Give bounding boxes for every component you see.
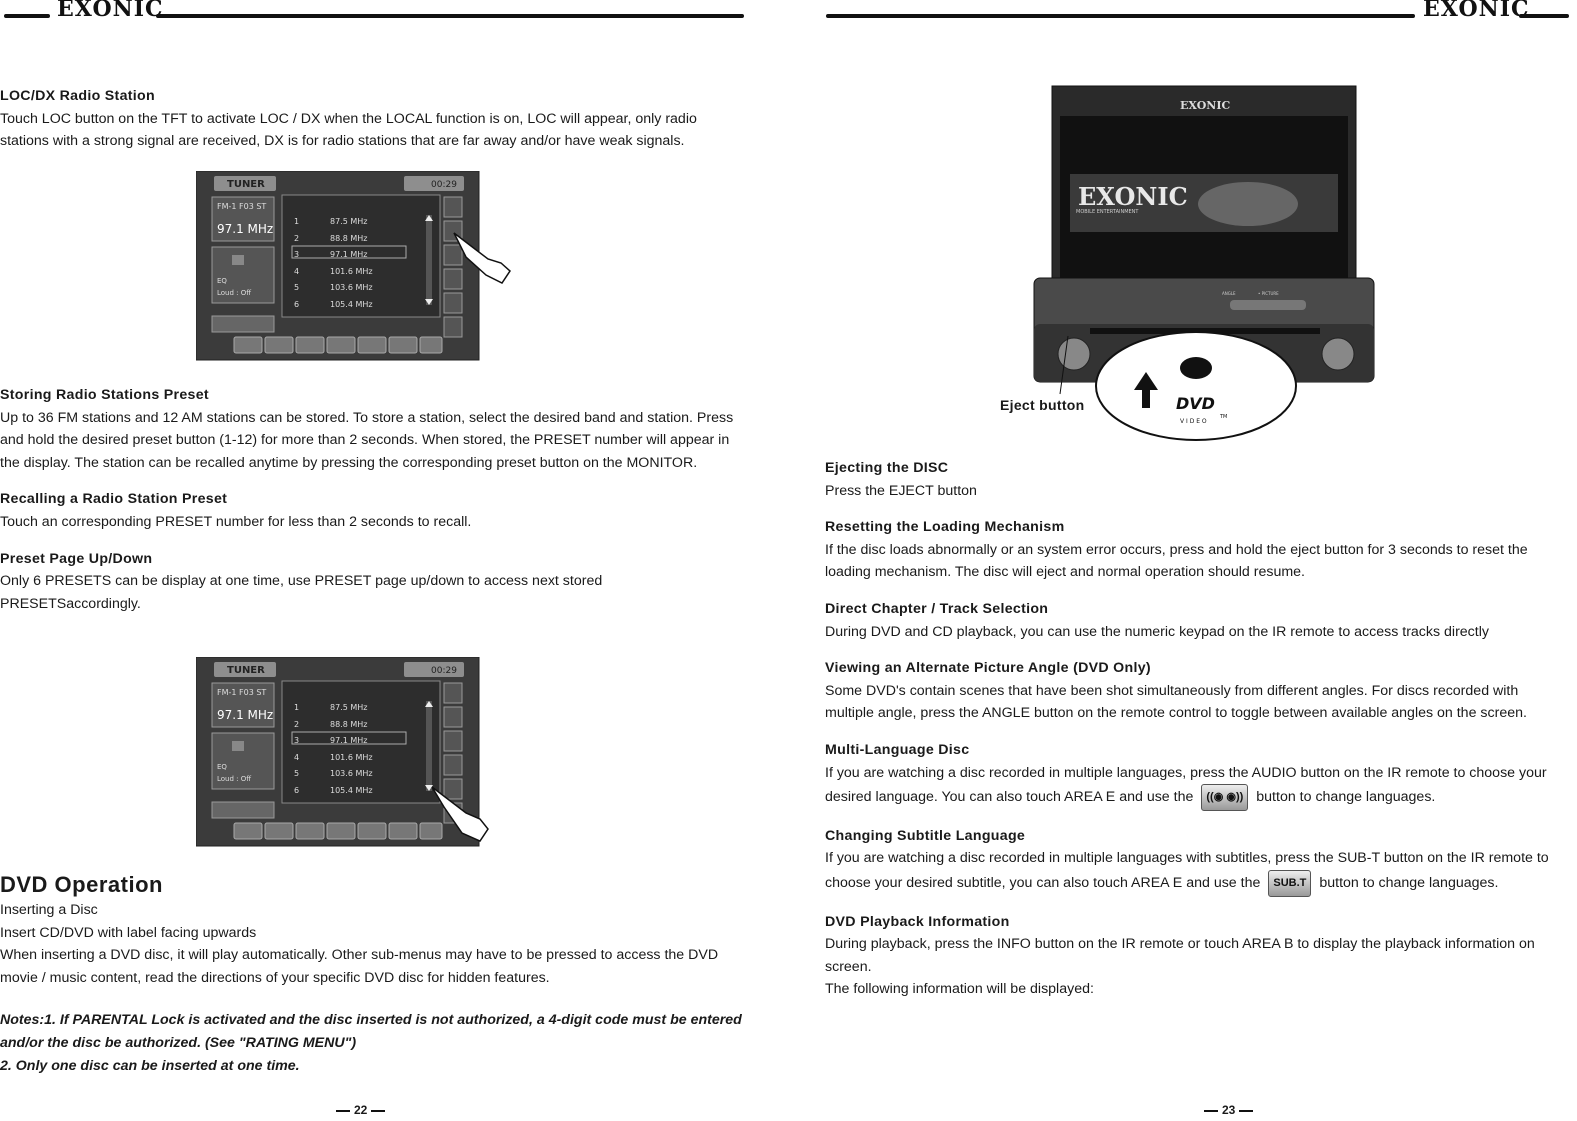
preset-number: 6 bbox=[294, 786, 299, 795]
preset-frequency: 87.5 MHz bbox=[330, 703, 367, 712]
section-body: Touch an corresponding PRESET number for… bbox=[0, 513, 472, 530]
section-body: The following information will be displa… bbox=[825, 981, 1094, 998]
brand-logo-right: EXONIC bbox=[1423, 0, 1530, 22]
section-body: Touch LOC button on the TFT to activate … bbox=[0, 110, 697, 150]
preset-frequency: 88.8 MHz bbox=[330, 234, 367, 243]
section-heading: Ejecting the DISC bbox=[825, 460, 949, 476]
tuner-clock: 00:29 bbox=[431, 666, 457, 676]
section-body: Some DVD's contain scenes that have been… bbox=[825, 682, 1527, 722]
brand-logo-left: EXONIC bbox=[57, 0, 164, 22]
video-logo: V I D E O bbox=[1180, 418, 1207, 425]
tuner-band: FM-1 F03 ST bbox=[217, 688, 266, 697]
tuner-eq: EQ bbox=[217, 277, 227, 285]
section-body: Only 6 PRESETS can be display at one tim… bbox=[0, 573, 603, 612]
left-section-dvd: DVD Operation Inserting a Disc Insert CD… bbox=[0, 871, 745, 1077]
right-sections: Ejecting the DISC Press the EJECT button… bbox=[825, 457, 1570, 1001]
dvd-line: Inserting a Disc bbox=[0, 902, 98, 918]
tuner-screenshot-1: TUNER 00:29 FM-1 F03 ST 97.1 MHz EQ Loud… bbox=[196, 171, 511, 361]
section-heading: Recalling a Radio Station Preset bbox=[0, 491, 228, 508]
dvd-line: Insert CD/DVD with label facing upwards bbox=[0, 924, 257, 941]
preset-frequency: 97.1 MHz bbox=[330, 736, 367, 745]
tuner-band: FM-1 F03 ST bbox=[217, 202, 266, 211]
page-number-right: 23 bbox=[1200, 1103, 1257, 1117]
header-rule-right-long bbox=[826, 14, 1415, 18]
section-heading: Preset Page Up/Down bbox=[0, 550, 153, 567]
preset-number: 4 bbox=[294, 267, 299, 276]
tuner-screenshot-2: TUNER 00:29 FM-1 F03 ST 97.1 MHz EQ Loud… bbox=[196, 657, 489, 847]
section-body: During playback, press the INFO button o… bbox=[825, 936, 1535, 975]
screen-logo-sub: MOBILE ENTERTAINMENT bbox=[1076, 209, 1139, 215]
audio-button-icon: ((◉ ◉)) bbox=[1201, 784, 1249, 811]
notes-2: 2. Only one disc can be inserted at one … bbox=[0, 1057, 300, 1074]
preset-number: 2 bbox=[294, 720, 299, 729]
section-heading: Resetting the Loading Mechanism bbox=[825, 519, 1065, 536]
tuner-title: TUNER bbox=[227, 665, 265, 676]
subtitle-text-1: If you are watching a disc recorded in m… bbox=[825, 850, 1549, 891]
device-brand: EXONIC bbox=[1180, 99, 1231, 112]
section-heading: Direct Chapter / Track Selection bbox=[825, 600, 1049, 617]
preset-number: 4 bbox=[294, 753, 299, 762]
header-rule-left-long bbox=[156, 14, 744, 18]
tuner-frequency: 97.1 MHz bbox=[217, 708, 273, 722]
preset-frequency: 105.4 MHz bbox=[330, 786, 373, 795]
preset-frequency: 87.5 MHz bbox=[330, 217, 367, 226]
dvd-operation-title: DVD Operation bbox=[0, 872, 163, 897]
tuner-title: TUNER bbox=[227, 179, 265, 190]
preset-frequency: 103.6 MHz bbox=[330, 283, 373, 292]
section-heading: Viewing an Alternate Picture Angle (DVD … bbox=[825, 660, 1151, 677]
trademark: TM bbox=[1219, 414, 1227, 420]
section-heading: DVD Playback Information bbox=[825, 913, 1010, 930]
section-heading: LOC/DX Radio Station bbox=[0, 88, 155, 104]
page-number-left: 22 bbox=[332, 1103, 389, 1117]
multi-language-text-1: If you are watching a disc recorded in m… bbox=[825, 764, 1547, 806]
preset-number: 5 bbox=[294, 283, 299, 292]
tuner-eq: EQ bbox=[217, 763, 227, 771]
section-heading: Storing Radio Stations Preset bbox=[0, 387, 209, 403]
preset-number: 5 bbox=[294, 769, 299, 778]
tuner-loud: Loud : Off bbox=[217, 289, 251, 297]
screen-logo: EXONIC bbox=[1078, 182, 1188, 211]
preset-frequency: 105.4 MHz bbox=[330, 300, 373, 309]
preset-frequency: 97.1 MHz bbox=[330, 250, 367, 259]
preset-frequency: 103.6 MHz bbox=[330, 769, 373, 778]
pointing-hand-icon bbox=[431, 786, 489, 842]
section-body: If you are watching a disc recorded in m… bbox=[825, 762, 1570, 811]
pointing-hand-icon bbox=[453, 232, 511, 284]
section-body: Up to 36 FM stations and 12 AM stations … bbox=[0, 409, 734, 471]
eject-button-label: Eject button bbox=[1000, 397, 1085, 413]
multi-language-text-2: button to change languages. bbox=[1256, 789, 1436, 806]
left-sections-presets: Storing Radio Stations Preset Up to 36 F… bbox=[0, 384, 745, 615]
preset-number: 1 bbox=[294, 217, 299, 226]
preset-number: 6 bbox=[294, 300, 299, 309]
picture-label: • PICTURE bbox=[1258, 291, 1279, 296]
section-body: If you are watching a disc recorded in m… bbox=[825, 847, 1570, 897]
left-section-locdx: LOC/DX Radio Station Touch LOC button on… bbox=[0, 85, 745, 153]
preset-number: 2 bbox=[294, 234, 299, 243]
section-body: If the disc loads abnormally or an syste… bbox=[825, 541, 1528, 581]
subt-button-icon: SUB.T bbox=[1268, 869, 1312, 897]
angle-label: ANGLE bbox=[1222, 291, 1236, 296]
header-rule-right-short bbox=[1519, 14, 1569, 18]
section-body: Press the EJECT button bbox=[825, 482, 977, 499]
section-body: During DVD and CD playback, you can use … bbox=[825, 623, 1489, 640]
dvd-logo: DVD bbox=[1176, 394, 1215, 413]
notes-1: Notes:1. If PARENTAL Lock is activated a… bbox=[0, 1012, 742, 1051]
preset-frequency: 101.6 MHz bbox=[330, 753, 373, 762]
preset-frequency: 101.6 MHz bbox=[330, 267, 373, 276]
preset-frequency: 88.8 MHz bbox=[330, 720, 367, 729]
preset-number: 3 bbox=[294, 736, 299, 745]
tuner-frequency: 97.1 MHz bbox=[217, 222, 273, 236]
tuner-clock: 00:29 bbox=[431, 180, 457, 190]
preset-number: 3 bbox=[294, 250, 299, 259]
preset-number: 1 bbox=[294, 703, 299, 712]
dvd-line: When inserting a DVD disc, it will play … bbox=[0, 947, 719, 986]
subtitle-text-2: button to change languages. bbox=[1319, 874, 1499, 891]
header-rule-left-short bbox=[4, 14, 50, 18]
tuner-loud: Loud : Off bbox=[217, 775, 251, 783]
section-heading: Multi-Language Disc bbox=[825, 741, 970, 758]
head-unit-illustration: EXONIC EXONIC MOBILE ENTERTAINMENT ANGLE… bbox=[1033, 85, 1375, 441]
section-heading: Changing Subtitle Language bbox=[825, 827, 1026, 844]
